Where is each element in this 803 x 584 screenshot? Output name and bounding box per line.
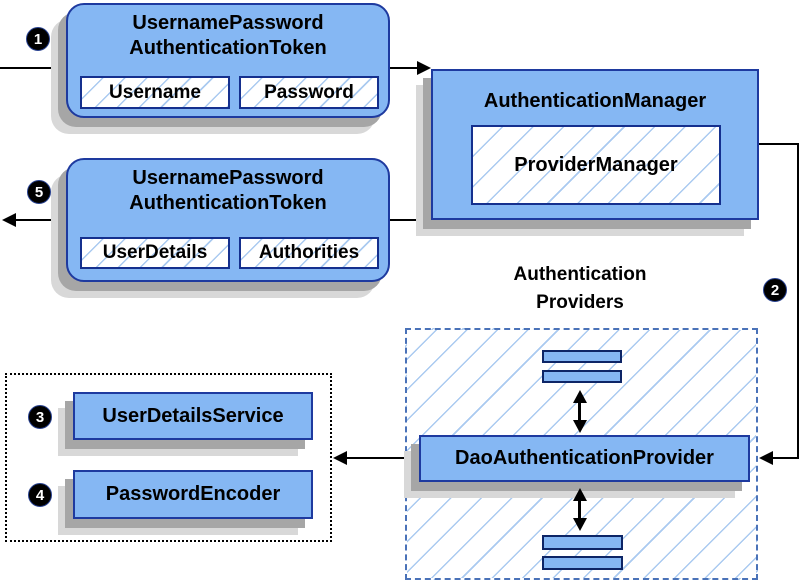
password-field-box: Password xyxy=(239,76,379,109)
step-3-marker: 3 xyxy=(28,405,52,429)
double-arrow-top-down-icon xyxy=(573,420,587,433)
services-group-frame xyxy=(5,373,332,542)
username-password-token-response-node: UsernamePassword AuthenticationToken Use… xyxy=(66,158,390,282)
double-arrow-top-shaft xyxy=(578,400,581,424)
token-request-title: UsernamePassword AuthenticationToken xyxy=(68,5,388,61)
dao-to-services-connector xyxy=(346,457,419,459)
user-details-service-node: UserDetailsService xyxy=(73,392,313,440)
step-2-marker: 2 xyxy=(763,278,787,302)
password-encoder-node: PasswordEncoder xyxy=(73,470,313,519)
double-arrow-bottom-up-icon xyxy=(573,488,587,501)
double-arrow-bottom-shaft xyxy=(578,498,581,520)
userdetails-field-box: UserDetails xyxy=(80,237,230,269)
double-arrow-bottom-down-icon xyxy=(573,518,587,531)
token-request-title-line2: AuthenticationToken xyxy=(129,37,327,59)
manager-to-provider-connector-top xyxy=(759,143,799,145)
token-response-title: UsernamePassword AuthenticationToken xyxy=(68,160,388,216)
arrowhead-into-dao-provider-icon xyxy=(759,451,773,465)
provider-manager-box: ProviderManager xyxy=(471,125,721,205)
arrowhead-into-services-group-icon xyxy=(333,451,347,465)
provider-placeholder-bottom-1 xyxy=(542,535,623,550)
user-details-service-label: UserDetailsService xyxy=(102,404,284,427)
provider-placeholder-top-2 xyxy=(542,370,622,383)
request-connector-left-segment xyxy=(0,67,66,69)
dao-authentication-provider-label: DaoAuthenticationProvider xyxy=(455,447,714,469)
manager-to-provider-connector-bottom xyxy=(772,457,798,459)
authentication-providers-heading: Authentication Providers xyxy=(455,261,705,317)
response-connector-left-segment xyxy=(16,219,66,221)
provider-placeholder-top-1 xyxy=(542,350,622,363)
double-arrow-top-up-icon xyxy=(573,390,587,403)
authentication-providers-heading-line2: Providers xyxy=(536,292,624,313)
arrowhead-into-authentication-manager-icon xyxy=(417,61,431,75)
authorities-field-box: Authorities xyxy=(239,237,379,269)
step-1-marker: 1 xyxy=(26,27,50,51)
authentication-manager-node: AuthenticationManager ProviderManager xyxy=(431,69,759,220)
authentication-providers-heading-line1: Authentication xyxy=(513,264,647,285)
token-response-title-line1: UsernamePassword xyxy=(132,167,324,189)
token-request-title-line1: UsernamePassword xyxy=(132,12,324,34)
step-5-marker: 5 xyxy=(27,180,51,204)
dao-authentication-provider-node: DaoAuthenticationProvider xyxy=(419,435,750,482)
manager-to-provider-connector-vertical xyxy=(797,143,799,459)
arrowhead-response-out-icon xyxy=(2,213,16,227)
response-connector-right-segment xyxy=(390,219,431,221)
provider-placeholder-bottom-2 xyxy=(542,556,623,570)
step-4-marker: 4 xyxy=(28,483,52,507)
username-field-box: Username xyxy=(80,76,230,109)
password-encoder-label: PasswordEncoder xyxy=(105,483,281,505)
authentication-manager-title: AuthenticationManager xyxy=(483,90,707,112)
token-response-title-line2: AuthenticationToken xyxy=(129,192,327,214)
request-connector-right-segment xyxy=(390,67,418,69)
username-password-token-request-node: UsernamePassword AuthenticationToken Use… xyxy=(66,3,390,118)
